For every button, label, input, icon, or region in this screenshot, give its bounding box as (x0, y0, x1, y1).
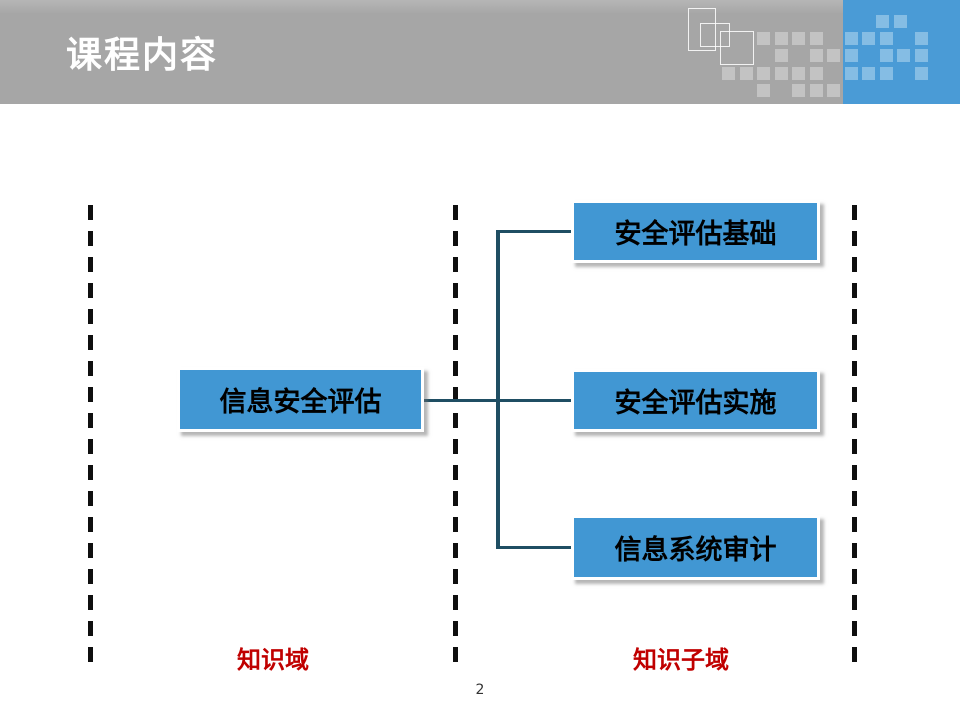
node-child-1-label: 安全评估基础 (614, 219, 777, 250)
deco-square (757, 67, 770, 80)
deco-square (740, 67, 753, 80)
node-root: 信息安全评估 (177, 367, 424, 432)
node-child-3: 信息系统审计 (571, 515, 820, 580)
deco-square (792, 32, 805, 45)
node-child-2-label: 安全评估实施 (614, 388, 777, 419)
node-child-3-label: 信息系统审计 (614, 535, 777, 566)
deco-square (775, 67, 788, 80)
deco-square (915, 67, 928, 80)
deco-square (862, 32, 875, 45)
connector-branch-bottom (500, 546, 572, 549)
deco-square (845, 32, 858, 45)
deco-square (894, 15, 907, 28)
zone-label-right: 知识子域 (633, 646, 729, 674)
deco-square (876, 15, 889, 28)
deco-square (775, 49, 788, 62)
connector-branch-top (500, 230, 572, 233)
deco-square (810, 32, 823, 45)
zone-divider-left-line (88, 205, 93, 673)
deco-square (775, 32, 788, 45)
deco-square (880, 49, 893, 62)
node-root-label: 信息安全评估 (219, 387, 382, 418)
deco-square (810, 84, 823, 97)
deco-square (880, 67, 893, 80)
deco-square (792, 67, 805, 80)
deco-square (915, 49, 928, 62)
zone-divider-right-line (852, 205, 857, 673)
deco-square (757, 84, 770, 97)
slide-header: 课程内容 (0, 0, 960, 104)
deco-square (897, 49, 910, 62)
slide-title: 课程内容 (66, 35, 219, 76)
deco-square (915, 32, 928, 45)
zone-divider-middle-line (453, 205, 458, 673)
deco-square (722, 67, 735, 80)
deco-outline-rect (688, 8, 716, 51)
deco-square (827, 84, 840, 97)
page-number: 2 (475, 682, 485, 698)
deco-square (845, 49, 858, 62)
deco-square (845, 67, 858, 80)
deco-square (810, 67, 823, 80)
deco-square (880, 32, 893, 45)
deco-square (862, 67, 875, 80)
connector-vertical-trunk (496, 230, 500, 549)
node-child-2: 安全评估实施 (571, 369, 820, 432)
deco-outline-rect (720, 31, 754, 65)
zone-label-left: 知识域 (237, 646, 309, 674)
deco-square (792, 84, 805, 97)
deco-square (757, 32, 770, 45)
node-child-1: 安全评估基础 (571, 200, 820, 263)
deco-outline-rect (700, 23, 730, 47)
deco-square (810, 49, 823, 62)
deco-square (827, 49, 840, 62)
